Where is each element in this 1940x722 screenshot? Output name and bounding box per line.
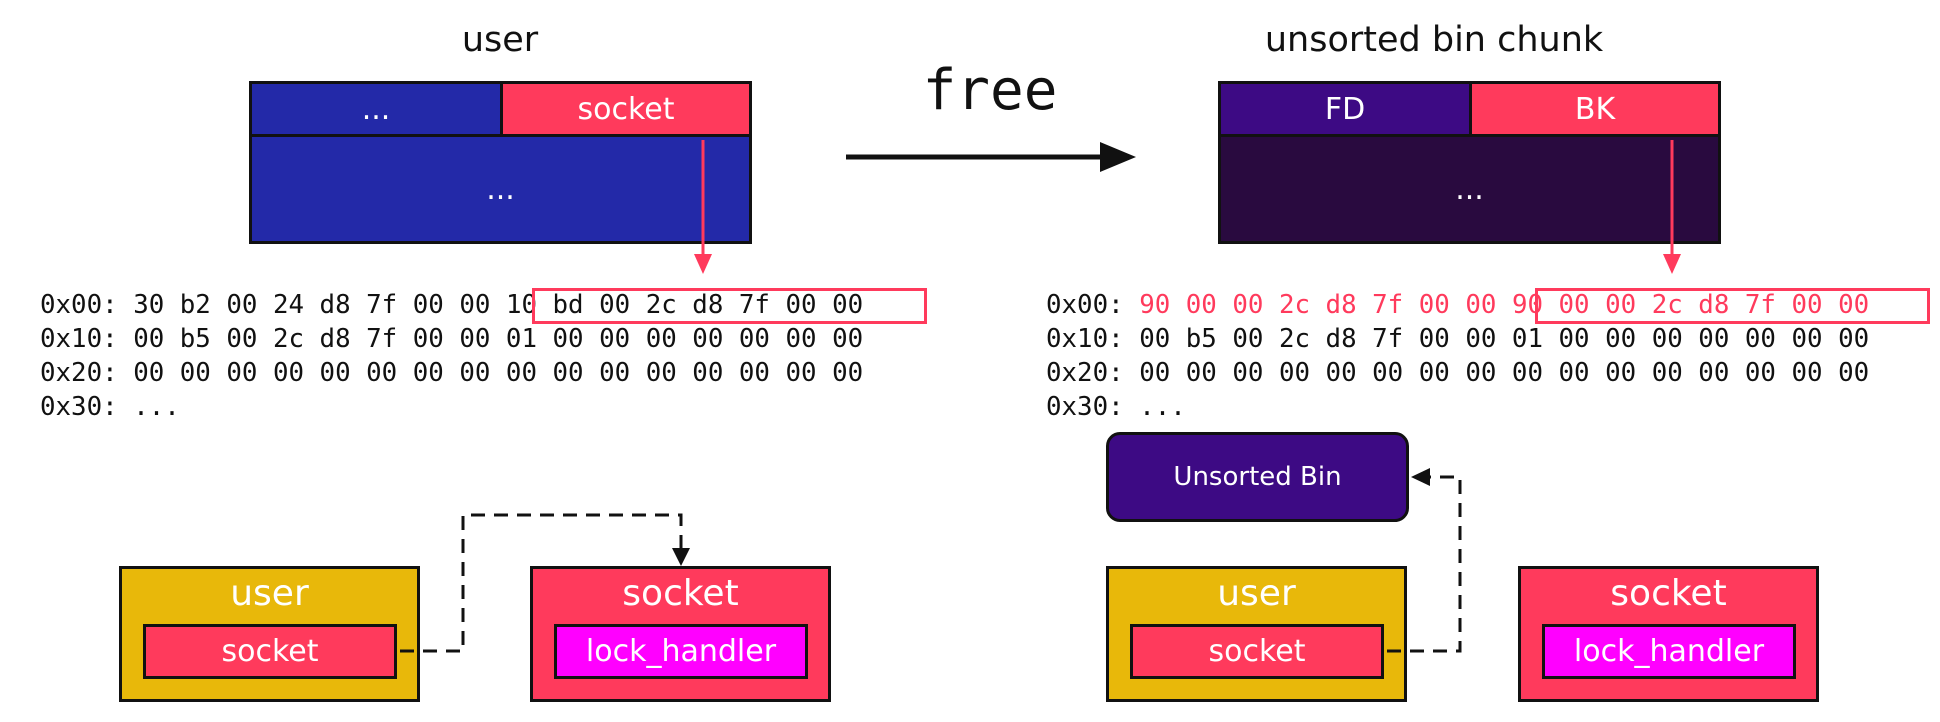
left-struct-socket-label: socket [577, 91, 675, 127]
hex-bytes: 00 b5 00 2c d8 7f 00 00 01 00 00 00 00 0… [133, 324, 864, 354]
unsorted-bin-box: Unsorted Bin [1106, 432, 1409, 522]
right-lock-handler-field: lock_handler [1542, 624, 1796, 679]
left-struct-body: ... [249, 134, 752, 244]
hex-bytes: 30 b2 00 24 d8 7f 00 00 [133, 290, 491, 320]
right-user-socket-field: socket [1130, 624, 1384, 679]
hex-offset: 0x30: [1046, 392, 1124, 422]
right-title: unsorted bin chunk [1264, 20, 1604, 60]
hex-bytes: ... [133, 392, 180, 422]
right-struct-bk-label: BK [1574, 91, 1616, 127]
left-dashed-pointer [400, 513, 690, 653]
hex-offset: 0x30: [40, 392, 118, 422]
hex-bytes: ... [1139, 392, 1186, 422]
hex-offset: 0x00: [40, 290, 118, 320]
free-arrow [846, 142, 1136, 172]
right-socket-struct-label: socket [1610, 573, 1727, 614]
hex-offset: 0x20: [1046, 358, 1124, 388]
free-label: free [922, 58, 1058, 123]
left-user-socket-field: socket [143, 624, 397, 679]
hex-bytes-boxed: 10 bd 00 2c d8 7f 00 00 [505, 290, 864, 320]
right-user-struct-label: user [1217, 573, 1296, 614]
left-lock-handler-field: lock_handler [554, 624, 808, 679]
hex-offset: 0x20: [40, 358, 118, 388]
hex-bytes-fd: 90 00 00 2c d8 7f 00 00 [1139, 290, 1497, 320]
right-struct-bk-field: BK [1469, 81, 1721, 137]
left-user-struct-label: user [230, 573, 309, 614]
left-socket-pointer-highlight [532, 288, 927, 324]
right-dashed-pointer [1387, 468, 1462, 653]
hex-offset: 0x10: [1046, 324, 1124, 354]
right-lock-handler-label: lock_handler [1573, 634, 1765, 669]
left-title: user [461, 20, 539, 60]
right-bk-pointer-arrow [1663, 140, 1681, 274]
left-struct-body-label: ... [486, 171, 515, 207]
right-struct-body-label: ... [1455, 171, 1484, 207]
hex-bytes: 00 00 00 00 00 00 00 00 00 00 00 00 00 0… [133, 358, 864, 388]
hex-bytes: 00 b5 00 2c d8 7f 00 00 01 00 00 00 00 0… [1139, 324, 1870, 354]
right-bk-pointer-highlight [1535, 288, 1930, 324]
right-user-socket-label: socket [1208, 634, 1306, 669]
left-struct-top-left-label: ... [361, 91, 391, 127]
right-struct-body: ... [1218, 134, 1721, 244]
hex-offset: 0x10: [40, 324, 118, 354]
left-user-socket-label: socket [221, 634, 319, 669]
left-hex-dump: 0x00: 30 b2 00 24 d8 7f 00 00 10 bd 00 2… [40, 288, 863, 424]
right-struct-fd-label: FD [1324, 91, 1366, 127]
unsorted-bin-label: Unsorted Bin [1173, 462, 1342, 492]
left-struct-socket-field: socket [500, 81, 752, 137]
left-socket-pointer-arrow [694, 140, 712, 274]
left-struct-top-left: ... [249, 81, 503, 137]
left-lock-handler-label: lock_handler [585, 634, 777, 669]
hex-offset: 0x00: [1046, 290, 1124, 320]
hex-bytes: 00 00 00 00 00 00 00 00 00 00 00 00 00 0… [1139, 358, 1870, 388]
right-hex-dump: 0x00: 90 00 00 2c d8 7f 00 00 90 00 00 2… [1046, 288, 1869, 424]
hex-bytes-bk: 90 00 00 2c d8 7f 00 00 [1511, 290, 1870, 320]
left-socket-struct-label: socket [622, 573, 739, 614]
